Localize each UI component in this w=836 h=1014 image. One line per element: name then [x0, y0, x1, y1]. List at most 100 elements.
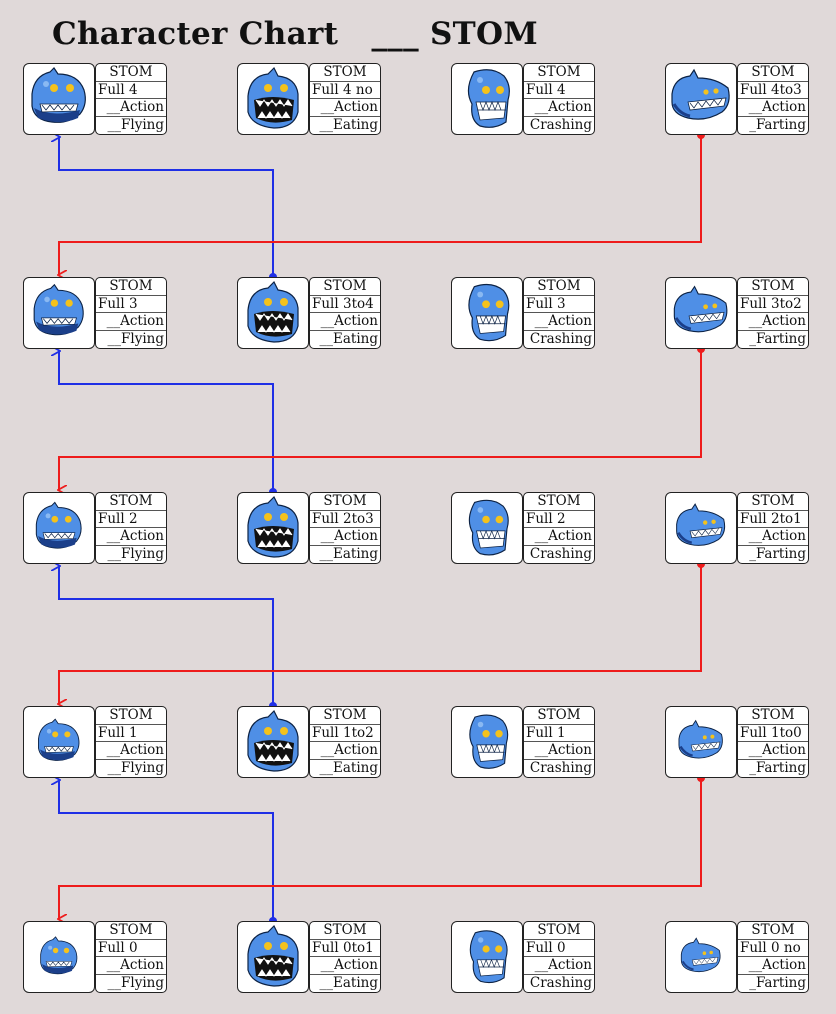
fullness-state: Full 2to3: [310, 511, 380, 528]
action-verb: __Eating: [319, 330, 378, 347]
character-thumbnail[interactable]: [665, 277, 737, 349]
fullness-state: Full 3: [524, 296, 594, 313]
character-thumbnail[interactable]: [665, 921, 737, 993]
action-label: __Action: [310, 313, 380, 331]
character-name: STOM: [738, 278, 808, 296]
character-thumbnail[interactable]: [237, 706, 309, 778]
fullness-state: Full 2: [524, 511, 594, 528]
character-thumbnail[interactable]: [665, 492, 737, 564]
action-label: __Action: [310, 957, 380, 975]
character-name: STOM: [524, 64, 594, 82]
character-name: STOM: [738, 922, 808, 940]
fullness-state: Full 3: [96, 296, 166, 313]
character-thumbnail[interactable]: [237, 63, 309, 135]
action-verb: __Flying: [107, 116, 164, 133]
character-thumbnail[interactable]: [665, 706, 737, 778]
fullness-state: Full 1: [524, 725, 594, 742]
stom-farting-icon: [666, 707, 736, 777]
stom-crashing-icon: [452, 278, 522, 348]
character-name: STOM: [524, 493, 594, 511]
character-thumbnail[interactable]: [23, 706, 95, 778]
character-thumbnail[interactable]: [451, 492, 523, 564]
character-thumbnail[interactable]: [23, 492, 95, 564]
stom-eating-icon: [238, 922, 308, 992]
character-name: STOM: [310, 493, 380, 511]
character-thumbnail[interactable]: [23, 277, 95, 349]
action-verb: _Farting: [749, 116, 806, 133]
action-verb: _Farting: [749, 759, 806, 776]
fullness-state: Full 3to4: [310, 296, 380, 313]
stom-flying-icon: [24, 278, 94, 348]
stom-eating-icon: [238, 64, 308, 134]
action-label: __Action: [738, 742, 808, 760]
character-thumbnail[interactable]: [451, 277, 523, 349]
action-verb: __Eating: [319, 974, 378, 991]
character-thumbnail[interactable]: [451, 921, 523, 993]
farting-transition-links: [59, 131, 705, 919]
stom-flying-icon: [24, 64, 94, 134]
action-verb: Crashing: [529, 759, 592, 776]
action-verb: __Flying: [107, 974, 164, 991]
stom-farting-icon: [666, 493, 736, 563]
fullness-state: Full 1to2: [310, 725, 380, 742]
fullness-state: Full 0 no: [738, 940, 808, 957]
action-label: __Action: [524, 99, 594, 117]
character-thumbnail[interactable]: [451, 63, 523, 135]
action-verb: Crashing: [529, 974, 592, 991]
character-thumbnail[interactable]: [23, 63, 95, 135]
character-thumbnail[interactable]: [237, 277, 309, 349]
action-label: __Action: [524, 313, 594, 331]
character-thumbnail[interactable]: [23, 921, 95, 993]
action-label: __Action: [310, 528, 380, 546]
action-verb: _Farting: [749, 330, 806, 347]
action-verb: __Flying: [107, 330, 164, 347]
fullness-state: Full 4to3: [738, 82, 808, 99]
character-thumbnail[interactable]: [237, 921, 309, 993]
action-label: __Action: [524, 957, 594, 975]
action-label: __Action: [96, 313, 166, 331]
stom-farting-icon: [666, 922, 736, 992]
character-thumbnail[interactable]: [665, 63, 737, 135]
character-thumbnail[interactable]: [451, 706, 523, 778]
fullness-state: Full 1to0: [738, 725, 808, 742]
eating-to-flying-link: [59, 351, 274, 492]
action-label: __Action: [738, 957, 808, 975]
character-thumbnail[interactable]: [237, 492, 309, 564]
stom-crashing-icon: [452, 64, 522, 134]
action-label: __Action: [96, 528, 166, 546]
action-label: __Action: [96, 957, 166, 975]
fullness-state: Full 2to1: [738, 511, 808, 528]
stom-crashing-icon: [452, 493, 522, 563]
